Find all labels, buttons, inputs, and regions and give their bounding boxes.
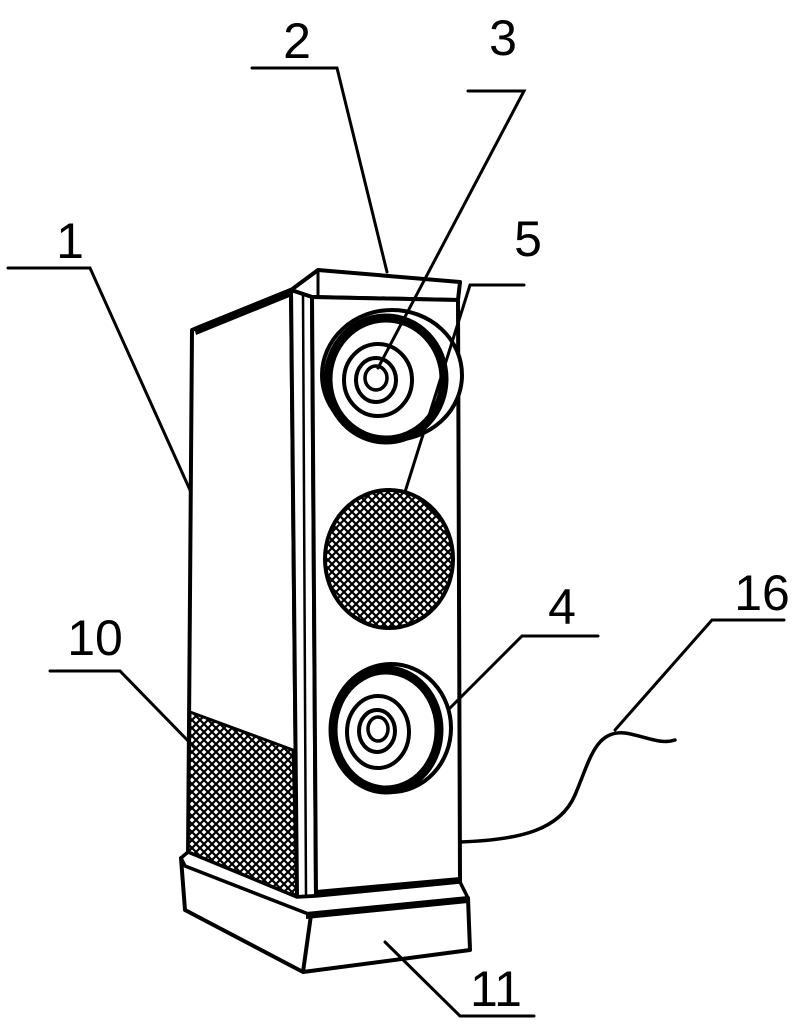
reference-labels: 1 2 3 5 4 10 16 11 [56, 10, 790, 1017]
leader-1 [6, 266, 192, 492]
leader-16 [613, 618, 786, 732]
leader-11 [383, 940, 536, 1018]
label-4: 4 [548, 579, 576, 635]
label-5: 5 [514, 211, 542, 267]
power-cord [458, 731, 677, 844]
leader-5 [403, 283, 526, 494]
leader-3 [376, 89, 527, 370]
speaker-upper [320, 308, 464, 445]
base [179, 850, 472, 974]
speaker-lower [328, 662, 453, 795]
label-3: 3 [489, 10, 517, 66]
label-11: 11 [470, 961, 522, 1017]
label-10: 10 [67, 610, 123, 666]
label-2: 2 [283, 13, 311, 69]
speaker-grille-middle [323, 488, 455, 630]
label-16: 16 [734, 565, 790, 621]
leader-2 [250, 66, 389, 274]
label-1: 1 [56, 213, 84, 269]
leader-4 [448, 634, 600, 710]
leader-lines [6, 66, 786, 1018]
leader-10 [48, 669, 197, 750]
